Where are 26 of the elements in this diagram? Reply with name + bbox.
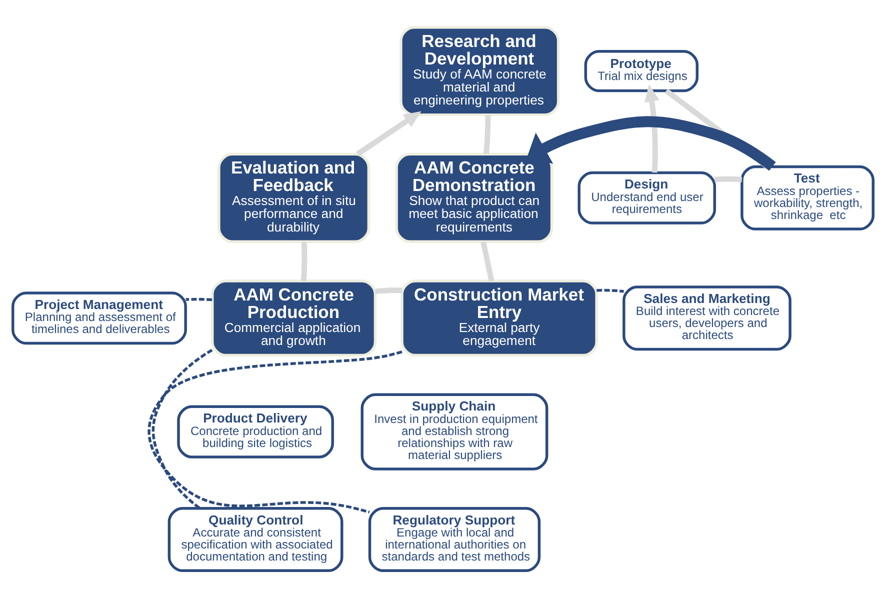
- node-box: Research and Development Study of AAM concrete material and engineering properties: [400, 26, 560, 116]
- node-box: Product Delivery Concrete production and building site logistics: [177, 405, 334, 458]
- node-box: Project Management Planning and assessment of timelines and deliverables: [12, 292, 187, 345]
- node-box: Quality Control Accurate and consistent specification with associated documentation and testing: [168, 506, 344, 572]
- arrow: [356, 111, 422, 156]
- arrow: [526, 116, 776, 171]
- node-box: Design Understand end user requirements: [578, 171, 716, 224]
- connector: [148, 350, 402, 514]
- node-box: AAM Concrete Demonstration Show that product can meet basic application requirements: [395, 152, 554, 243]
- node-box: AAM Concrete Production Commercial application and growth: [211, 280, 377, 357]
- connector: [300, 242, 308, 282]
- node-box: Prototype Trial mix designs: [584, 50, 698, 92]
- connector: [186, 298, 212, 302]
- node-box: Evaluation and Feedback Assessment of in situ performance and durability: [218, 152, 370, 243]
- connector: [480, 241, 494, 282]
- connector: [484, 115, 491, 154]
- node-box: Supply Chain Invest in production equipment and establish strong relationships with raw material suppliers: [360, 393, 548, 470]
- node-box: Test Assess properties - workability, strength, shrinkage etc: [740, 165, 874, 230]
- node-box: Construction Market Entry External party engagement: [400, 280, 598, 357]
- connector: [374, 288, 402, 294]
- arrow: [644, 84, 660, 173]
- node-box: Regulatory Support Engage with local and international authorities on standards and test methods: [368, 506, 541, 572]
- connector: [714, 176, 742, 182]
- connector: [152, 348, 213, 510]
- node-box: Sales and Marketing Build interest with concrete users, developers and architects: [622, 286, 792, 351]
- connector: [596, 288, 624, 293]
